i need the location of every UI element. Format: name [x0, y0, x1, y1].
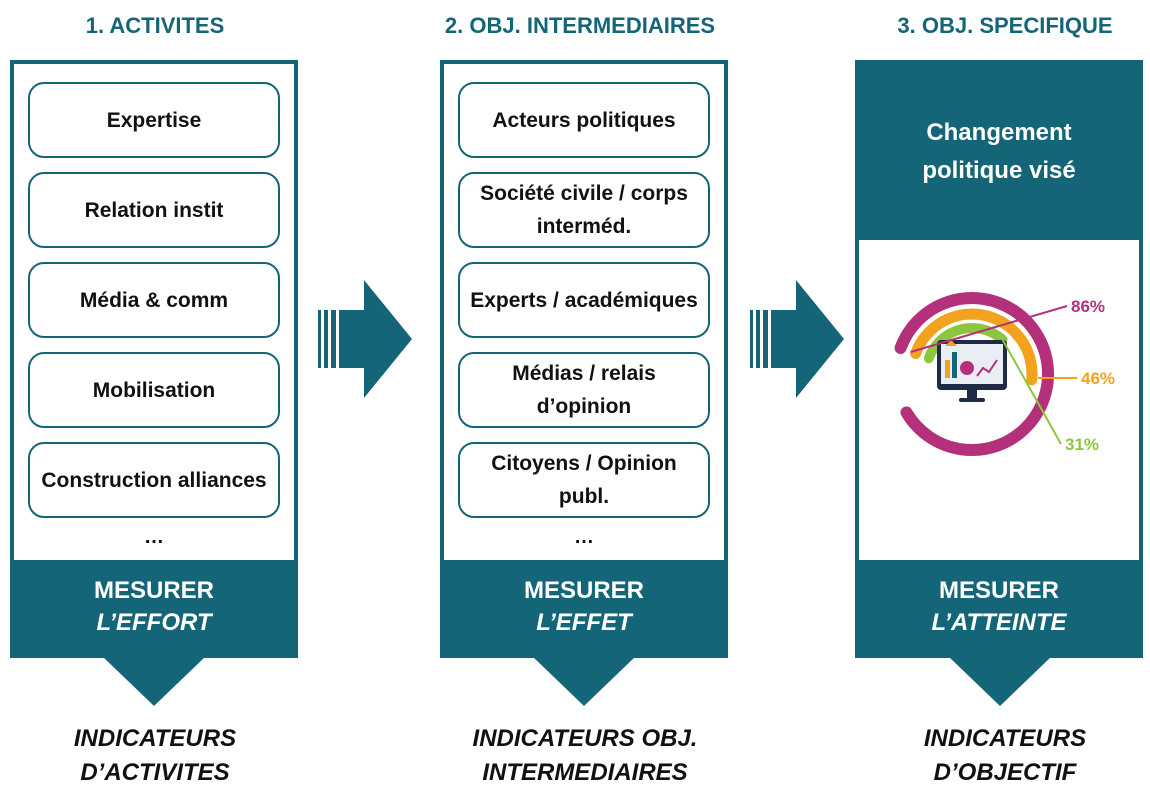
measure-label: MESURER: [523, 577, 644, 604]
activity-item-mobilisation: Mobilisation: [28, 352, 280, 428]
target-change-label: Changement politique visé: [922, 119, 1076, 184]
activity-item-construction-alliances: Construction alliances: [28, 442, 280, 518]
indicator-line-2: D’ACTIVITES: [80, 759, 230, 786]
down-arrow-activites: [102, 656, 206, 706]
indicators-activites: INDICATEURS D’ACTIVITES: [40, 722, 270, 790]
indicator-line-1: INDICATEURS OBJ.: [472, 725, 698, 752]
indicator-line-2: D’OBJECTIF: [933, 759, 1077, 786]
monitor-dashboard-icon: [937, 340, 1007, 402]
indicator-line-1: INDICATEURS: [73, 725, 237, 752]
target-item-medias: Médias / relais d’opinion: [458, 352, 710, 428]
measure-emphasis-atteinte: L’ATTEINTE: [931, 609, 1067, 636]
activity-ellipsis: …: [144, 526, 164, 548]
ring-leader-line-31: [1001, 339, 1062, 445]
progress-rings-illustration: 86% 46% 31%: [894, 292, 1115, 456]
target-item-citoyens: Citoyens / Opinion publ.: [458, 442, 710, 518]
right-arrow-1: [318, 280, 412, 398]
indicator-line-2: INTERMEDIAIRES: [482, 759, 688, 786]
right-arrow-2: [750, 280, 844, 398]
progress-ring-31: [923, 323, 1008, 364]
target-item-societe-civile: Société civile / corps interméd.: [458, 172, 710, 248]
measure-label: MESURER: [938, 577, 1059, 604]
target-change-box: Changement politique visé: [859, 64, 1139, 240]
activity-item-media-comm: Média & comm: [28, 262, 280, 338]
indicator-line-1: INDICATEURS: [923, 725, 1087, 752]
measure-atteinte-band: MESURER L’ATTEINTE: [855, 560, 1143, 658]
heading-objectif-specifique: 3. OBJ. SPECIFIQUE: [897, 13, 1113, 38]
heading-objectifs-intermediaires: 2. OBJ. INTERMEDIAIRES: [444, 13, 716, 38]
measure-effet-band: MESURER L’EFFET: [440, 560, 728, 658]
measure-effort-band: MESURER L’EFFORT: [10, 560, 298, 658]
heading-activites: 1. ACTIVITES: [85, 13, 225, 38]
progress-ring-46: [910, 308, 1038, 386]
down-arrow-objectif-specifique: [948, 656, 1052, 706]
target-item-acteurs-politiques: Acteurs politiques: [458, 82, 710, 158]
target-item-experts: Experts / académiques: [458, 262, 710, 338]
panel-activites: Expertise Relation instit Média & comm M…: [10, 60, 298, 658]
ring-leader-line-86: [910, 305, 1068, 353]
activity-item-expertise: Expertise: [28, 82, 280, 158]
panel-objectif-specifique: Changement politique visé 86% 46% 31% MESU…: [855, 60, 1143, 658]
measure-emphasis-effort: L’EFFORT: [96, 609, 212, 636]
activity-item-relation-instit: Relation instit: [28, 172, 280, 248]
indicators-objectifs-intermediaires: INDICATEURS OBJ. INTERMEDIAIRES: [440, 722, 730, 790]
down-arrow-objectifs-intermediaires: [532, 656, 636, 706]
measure-label: MESURER: [93, 577, 214, 604]
target-ellipsis: …: [574, 526, 594, 548]
measure-emphasis-effet: L’EFFET: [536, 609, 632, 636]
panel-objectifs-intermediaires: Acteurs politiques Société civile / corp…: [440, 60, 728, 658]
indicators-objectif-specifique: INDICATEURS D’OBJECTIF: [870, 722, 1140, 790]
ring-value-label-46: 46%: [1081, 369, 1115, 388]
ring-value-label-86: 86%: [1071, 297, 1105, 316]
ring-value-label-31: 31%: [1065, 435, 1099, 454]
progress-ring-86: [894, 292, 1054, 456]
